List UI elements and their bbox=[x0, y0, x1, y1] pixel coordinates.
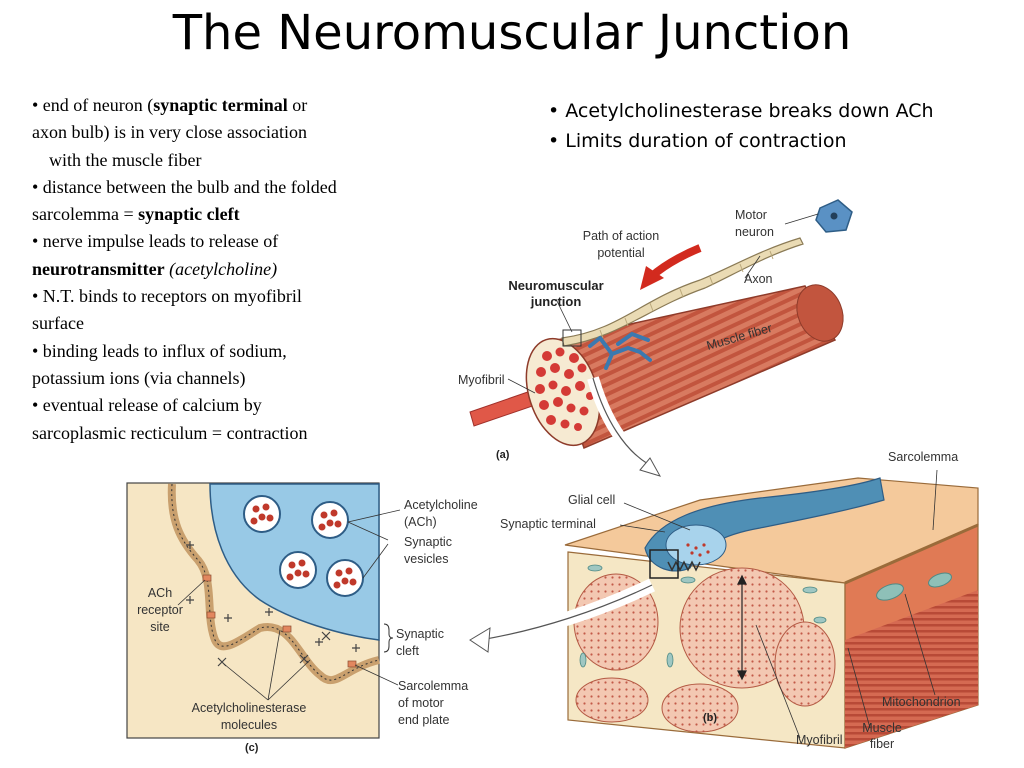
figure-b: Sarcolemma Glial cell Synaptic terminal … bbox=[469, 450, 979, 751]
mitochondrion-label: Mitochondrion bbox=[882, 695, 961, 709]
glial-cell-label: Glial cell bbox=[568, 493, 615, 507]
nerve-branches bbox=[588, 331, 652, 370]
fiber-side-striations bbox=[845, 590, 978, 748]
synaptic-terminal-label: Synaptic terminal bbox=[500, 517, 596, 531]
junction-box bbox=[562, 329, 582, 347]
bullet-line: • N.T. binds to receptors on myofibril bbox=[32, 286, 302, 307]
synaptic-vesicles bbox=[243, 495, 364, 597]
bullet-line: sarcoplasmic recticulum = contraction bbox=[32, 422, 308, 443]
panel-a-label: (a) bbox=[496, 449, 510, 461]
bullet-line: • nerve impulse leads to release of bbox=[32, 231, 279, 252]
action-arrow-head bbox=[640, 266, 664, 290]
bullet-line: • Acetylcholinesterase breaks down ACh bbox=[548, 100, 934, 122]
zoom-arrow-a bbox=[592, 377, 649, 465]
myofibril-circle bbox=[661, 683, 739, 733]
bullet-line: sarcolemma = synaptic cleft bbox=[32, 204, 240, 225]
slide-title: The Neuromuscular Junction bbox=[172, 5, 852, 61]
receptor-sites bbox=[202, 574, 357, 668]
bullet-line: with the muscle fiber bbox=[49, 149, 202, 170]
bullet-line: surface bbox=[32, 313, 84, 334]
bullet-line: axon bulb) is in very close association bbox=[32, 122, 307, 143]
cleft-brace bbox=[383, 623, 394, 653]
bullet-line: • end of neuron (synaptic terminal or bbox=[32, 95, 308, 115]
bullet-line: • Limits duration of contraction bbox=[548, 130, 847, 152]
bullet-line: potassium ions (via channels) bbox=[32, 367, 246, 388]
bullet-line: • eventual release of calcium by bbox=[32, 395, 262, 416]
zoom-arrow-b bbox=[479, 584, 653, 641]
action-arrow-shaft bbox=[649, 244, 702, 280]
panel-c-label: (c) bbox=[245, 742, 259, 754]
muscle-fiber-end bbox=[796, 284, 844, 342]
sarcolemma-label-b: Sarcolemma bbox=[888, 450, 958, 464]
panel-b-label: (b) bbox=[703, 712, 717, 724]
myofibril-label-a: Myofibril bbox=[458, 373, 505, 387]
ach-label: Acetylcholine(ACh) bbox=[404, 498, 478, 529]
cleft-box bbox=[649, 549, 679, 579]
left-bullet-list: • end of neuron (synaptic terminal or ax… bbox=[32, 92, 432, 447]
axon bbox=[561, 237, 804, 347]
axon-label: Axon bbox=[744, 272, 773, 286]
myofibril-dots bbox=[535, 347, 594, 431]
mitochondria-side bbox=[876, 572, 952, 601]
bullet-line: • binding leads to influx of sodium, bbox=[32, 340, 287, 361]
bullet-line: neurotransmitter (acetylcholine) bbox=[32, 258, 278, 279]
right-bullet-list: • Acetylcholinesterase breaks down ACh •… bbox=[548, 96, 998, 156]
bullet-line: • distance between the bulb and the fold… bbox=[32, 176, 337, 197]
myofibril-circle bbox=[774, 621, 836, 707]
ion-plus-signs bbox=[186, 541, 360, 652]
myofibril-label-b: Myofibril bbox=[796, 733, 843, 747]
ache-x-marks bbox=[217, 631, 331, 667]
mitochondria-dots bbox=[579, 564, 827, 668]
myofibril-circle bbox=[575, 677, 649, 723]
synaptic-terminal bbox=[665, 524, 727, 566]
